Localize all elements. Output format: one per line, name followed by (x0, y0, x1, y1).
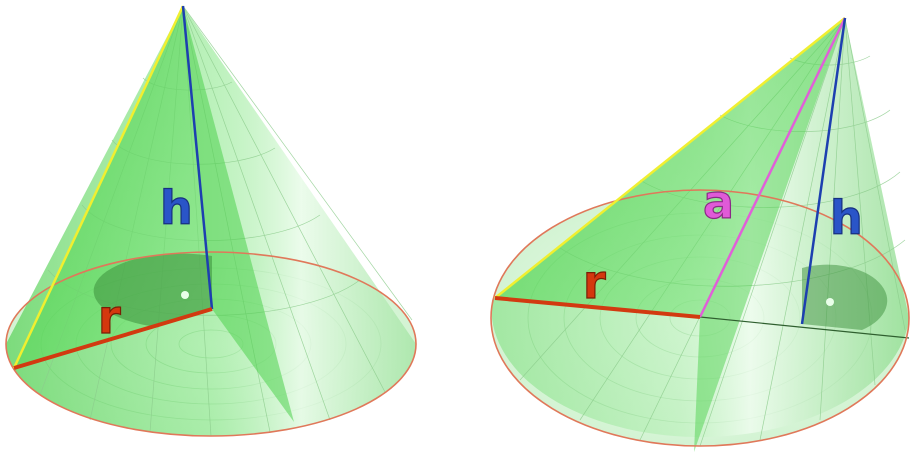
right-cone-front-section (694, 18, 845, 452)
left-cone-radius-label: r (98, 290, 121, 344)
left-cone-height-line (181, 5, 214, 310)
right-cone-radius-label: r (583, 255, 606, 309)
right-cone-base-chord (699, 316, 910, 339)
right-cone-apothem-line (698, 17, 847, 318)
right-cone: a h r (490, 17, 910, 452)
left-cone-back-section (183, 6, 294, 422)
left-cone: h r (5, 5, 417, 437)
right-cone-cross-section (495, 18, 845, 317)
right-cone-slant-label: a (703, 175, 734, 229)
right-cone-right-angle-marker (802, 264, 888, 330)
left-cone-right-angle-dot (181, 291, 189, 299)
left-cone-right-angle-marker (93, 253, 212, 326)
left-cone-radius-line (13, 307, 213, 370)
left-cone-slant-line (12, 5, 185, 369)
right-cone-height-line (800, 17, 847, 325)
right-cone-right-angle-dot (826, 298, 834, 306)
right-cone-height-label: h (830, 191, 863, 245)
right-cone-slant-line (494, 17, 846, 299)
right-cone-radius-line (494, 296, 701, 319)
left-cone-height-label: h (160, 181, 193, 235)
left-cone-rim (5, 251, 417, 437)
right-cone-rim (490, 189, 910, 447)
